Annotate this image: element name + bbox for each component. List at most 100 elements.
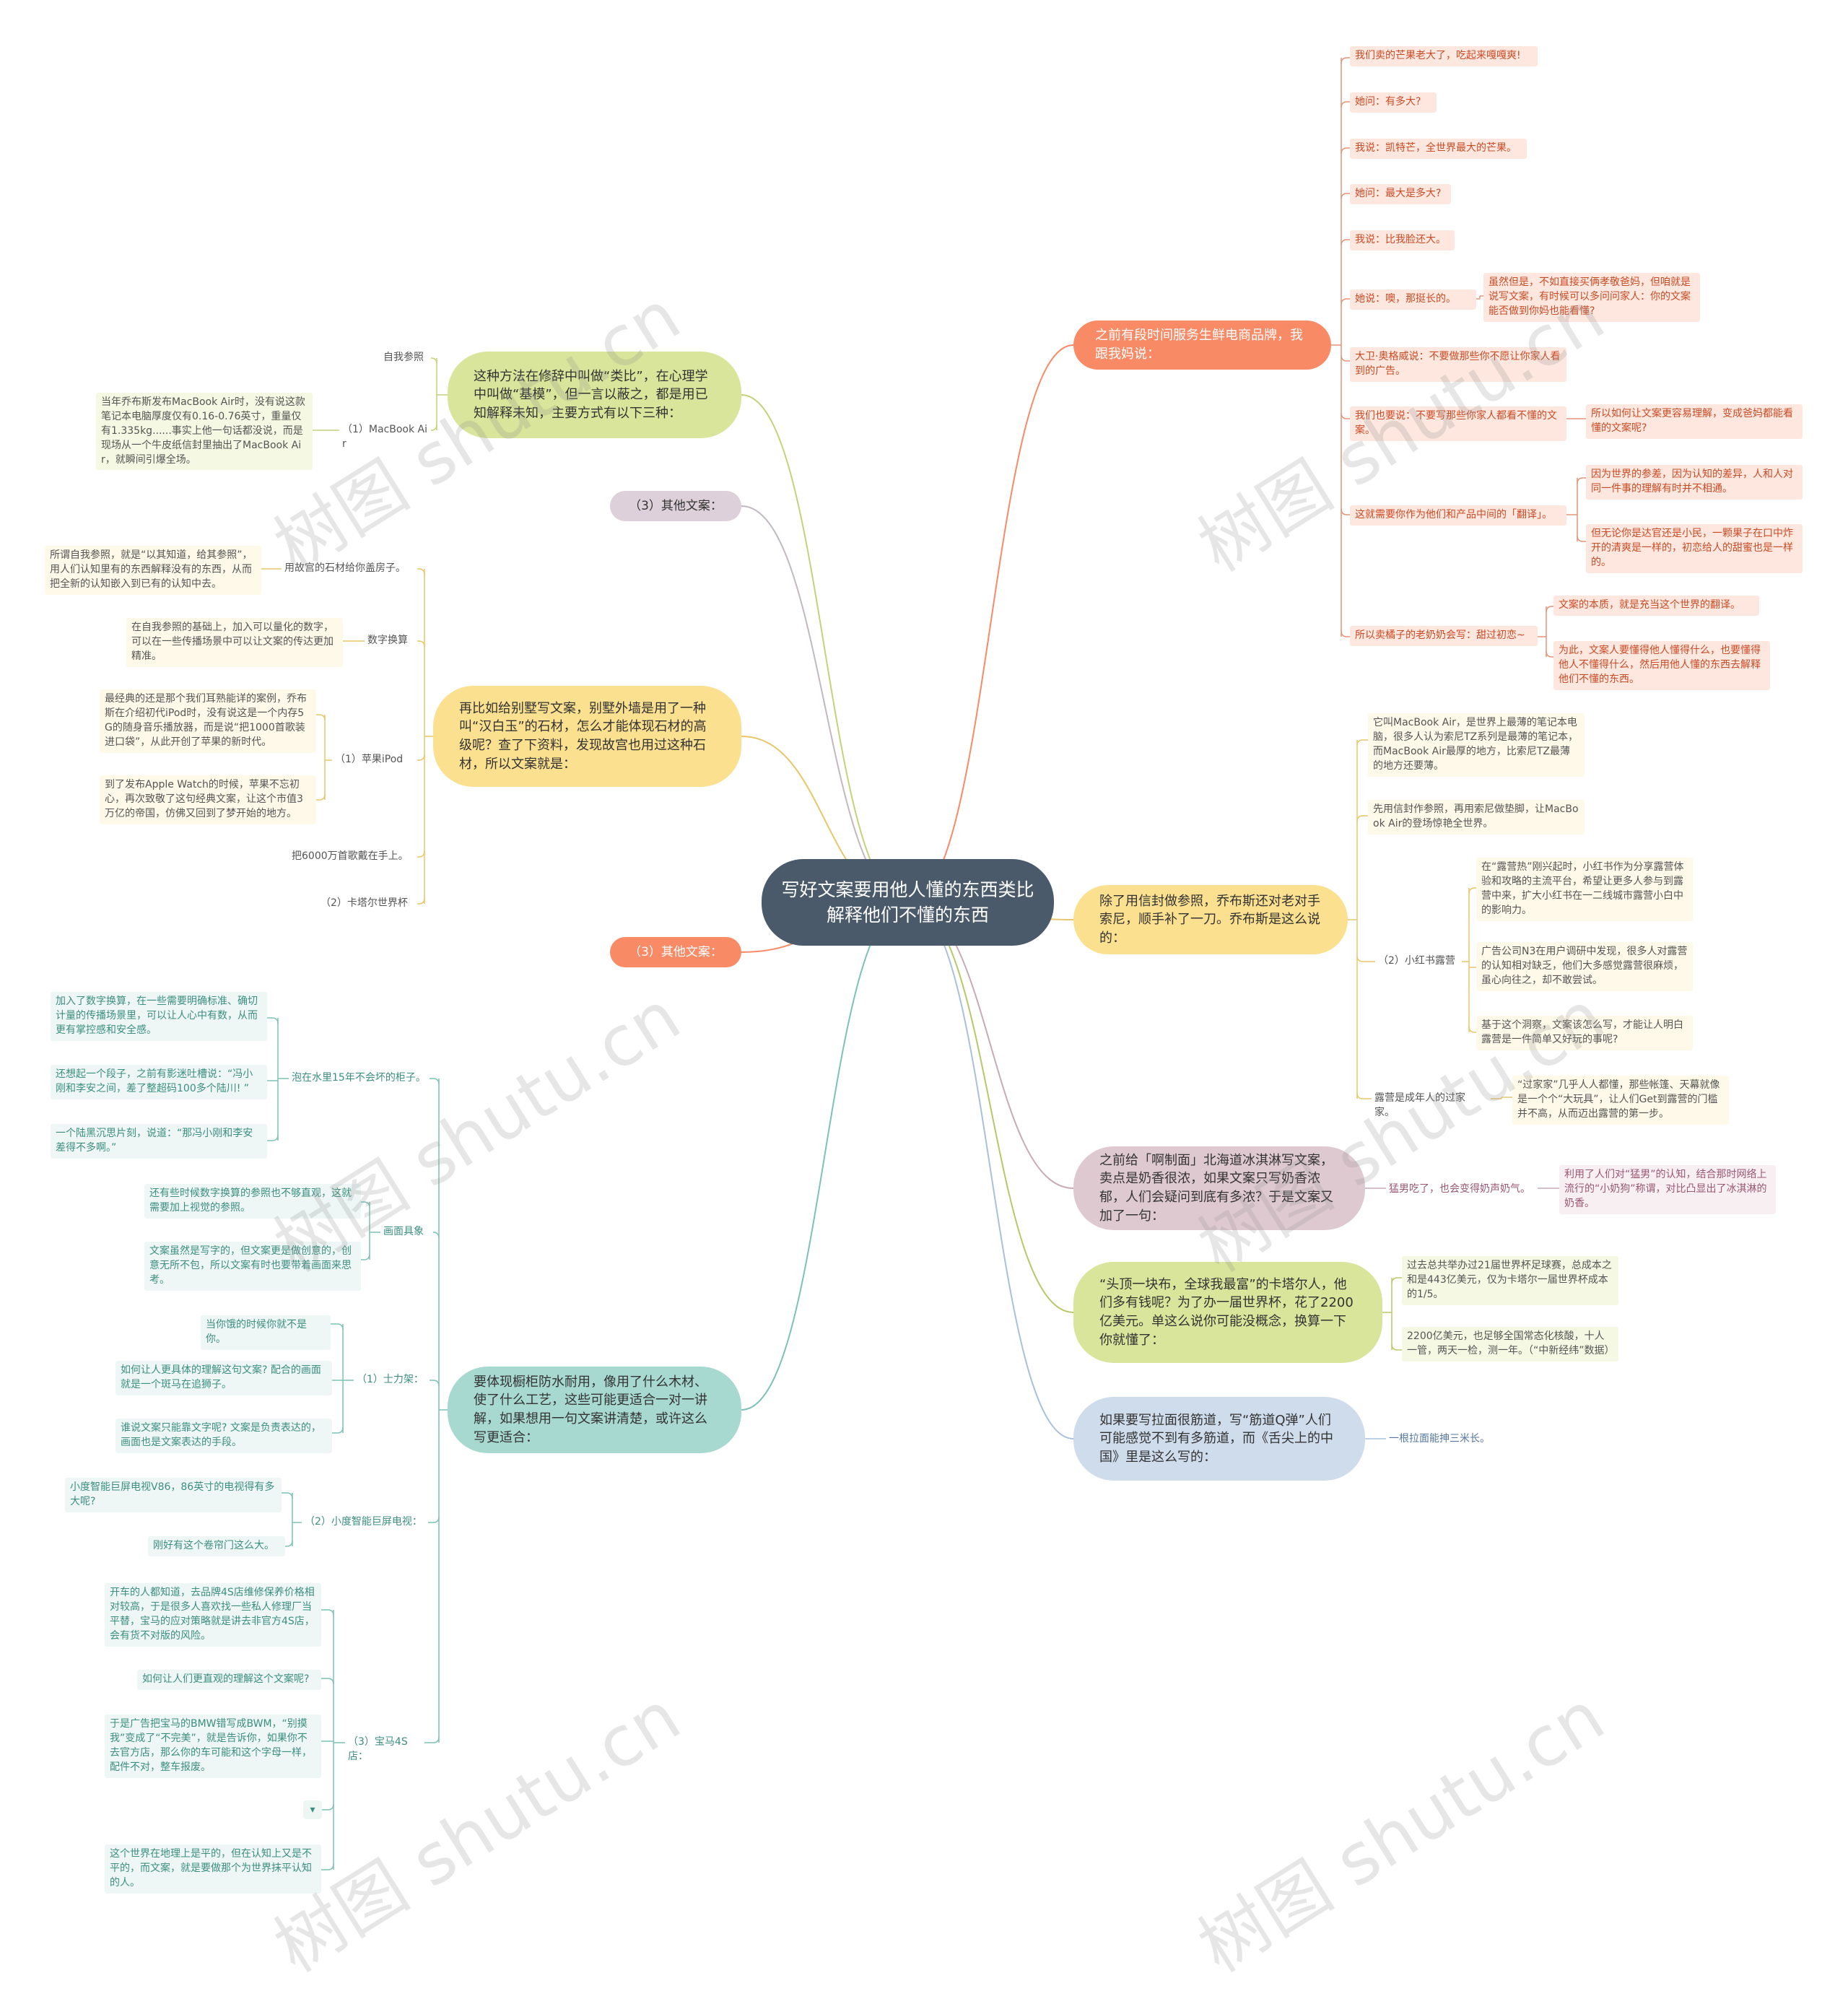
connector-line — [267, 1017, 279, 1024]
xiaohongshu-camping-boom[interactable]: 在“露营热”刚兴起时，小红书作为分享露营体验和攻略的主流平台，希望让更多人参与到… — [1476, 858, 1693, 921]
connector-line — [1341, 508, 1350, 515]
bmw-4s-background[interactable]: 开车的人都知道，去品牌4S店维修保养价格相对较高，于是很多人喜欢找一些私人修理厂… — [105, 1583, 321, 1647]
mango-orange-slogan[interactable]: 所以卖橘子的老奶奶会写：甜过初恋~ — [1350, 626, 1538, 646]
mango-translator-duty[interactable]: 为此，文案人要懂得他人懂得什么，也要懂得他人不懂得什么，然后用他人懂的东西去解释… — [1553, 641, 1770, 690]
camping-slogan-explain[interactable]: “过家家”几乎人人都懂，那些帐篷、天幕就像是一个个“大玩具”，让人们Get到露营… — [1512, 1076, 1729, 1125]
number-conversion-label[interactable]: 数字换算 — [367, 635, 408, 646]
root-topic[interactable]: 写好文案要用他人懂的东西类比解释他们不懂的东西 — [762, 859, 1054, 946]
connector-line — [1391, 1343, 1402, 1351]
connector-line — [1577, 477, 1586, 484]
mango-line-2[interactable]: 她问：有多大? — [1350, 92, 1437, 113]
xiaohongshu-insight[interactable]: 基于这个洞察，文案该怎么写，才能让人明白露营是一件简单又好玩的事呢? — [1476, 1016, 1693, 1050]
mango-ogilvy-quote[interactable]: 大卫·奥格威说：不要做那些你不愿让你家人看到的广告。 — [1350, 347, 1566, 382]
connector-line — [1546, 650, 1553, 658]
connector-line — [1341, 412, 1350, 419]
mango-essence[interactable]: 文案的本质，就是充当这个世界的翻译。 — [1553, 596, 1759, 616]
connector-line — [369, 1202, 380, 1260]
snickers-visual[interactable]: 如何让人更具体的理解这句文案? 配合的画面就是一个斑马在追狮子。 — [116, 1361, 332, 1395]
mango-how-question[interactable]: 所以如何让文案更容易理解，变成爸妈都能看懂的文案呢? — [1586, 404, 1803, 439]
icecream-slogan[interactable]: 猛男吃了，也会变得奶声奶气。 — [1389, 1183, 1530, 1195]
branch-macbook[interactable]: 除了用信封做参照，乔布斯还对老对手索尼，顺手补了一刀。乔布斯是这么说的： — [1073, 885, 1348, 954]
apple-watch-story[interactable]: 到了发布Apple Watch的时候，苹果不忘初心，再次致敬了这句经典文案，让这… — [100, 775, 316, 824]
branch-villa[interactable]: 再比如给别墅写文案，别墅外墙是用了一种叫“汉白玉”的石材，怎么才能体现石材的高级… — [433, 686, 741, 787]
connector-line — [907, 344, 1074, 903]
feng-xiaogang-joke[interactable]: 还想起一个段子，之前有影迷吐槽说：“冯小刚和李安之间，差了整超码100多个陆川!… — [51, 1065, 267, 1099]
mango-line-5[interactable]: 我说：比我脸还大。 — [1350, 230, 1455, 250]
snickers-slogan[interactable]: 当你饿的时候你就不是你。 — [201, 1315, 331, 1350]
connector-line — [331, 1323, 344, 1330]
connector-line — [1462, 888, 1470, 1032]
bmw-4s-label[interactable]: （3）宝马4S店： — [348, 1736, 408, 1762]
connector-line — [1468, 1026, 1476, 1033]
noodle-slogan[interactable]: 一根拉面能抻三米长。 — [1389, 1433, 1490, 1445]
mango-note-parents[interactable]: 虽然但是，不如直接买俩孝敬爸妈，但咱就是说写文案，有时候可以多问问家人：你的文案… — [1483, 273, 1700, 322]
mango-line-4[interactable]: 她问：最大是多大? — [1350, 184, 1451, 204]
macbook-envelope-sony[interactable]: 先用信封作参照，再用索尼做垫脚，让MacBook Air的登场惊艳全世界。 — [1368, 800, 1585, 835]
bmw-bwm-typo[interactable]: 于是广告把宝马的BMW错写成BWM，“别摸我”变成了“不完美”，就是告诉你，如果… — [105, 1715, 321, 1778]
connector-line — [424, 1736, 440, 1743]
qatar-world-cup-label[interactable]: （2）卡塔尔世界杯 — [321, 897, 408, 909]
visual-concrete-label[interactable]: 画面具象 — [383, 1226, 424, 1237]
ipod-label[interactable]: （1）苹果iPod — [335, 754, 404, 765]
mango-line-1[interactable]: 我们卖的芒果老大了，吃起来嘎嘎爽! — [1350, 46, 1538, 66]
connector-line — [292, 1493, 302, 1546]
copy-creative-explain[interactable]: 文案虽然是写字的，但文案更是做创意的，创意无所不包，所以文案有时也要带着画面来思… — [144, 1242, 361, 1291]
mango-difference[interactable]: 因为世界的参差，因为认知的差异，人和人对同一件事的理解有时并不相通。 — [1586, 465, 1803, 500]
connector-line — [1468, 887, 1476, 894]
branch-mango[interactable]: 之前有段时间服务生鲜电商品牌，我跟我妈说： — [1073, 321, 1331, 370]
mango-same-taste[interactable]: 但无论你是达官还是小民，一颗果子在口中炸开的清爽是一样的，初恋给人的甜蜜也是一样… — [1586, 524, 1803, 573]
mango-translator[interactable]: 这就需要你作为他们和产品中间的「翻译」。 — [1350, 505, 1566, 526]
branch-other-top[interactable]: （3）其他文案： — [610, 491, 741, 521]
branch-icecream[interactable]: 之前给「啊制面」北海道冰淇淋写文案，卖点是奶香很浓，如果文案只写奶香浓郁，人们会… — [1073, 1146, 1365, 1230]
collapse-toggle-icon[interactable]: ▾ — [303, 1800, 322, 1819]
connector-line — [1566, 478, 1578, 541]
connector-line — [321, 1678, 334, 1685]
xiaodu-tv-label[interactable]: （2）小度智能巨屏电视： — [305, 1516, 422, 1528]
copy-visual-means[interactable]: 谁说文案只能靠文字呢? 文案是负责表达的，画面也是文案表达的手段。 — [116, 1419, 332, 1453]
branch-other-bottom[interactable]: （3）其他文案： — [610, 937, 741, 967]
branch-noodle[interactable]: 如果要写拉面很筋道，写“筋道Q弹”人们可能感觉不到有多筋道，而《舌尖上的中国》里… — [1073, 1397, 1365, 1481]
apple-watch-slogan[interactable]: 把6000万首歌戴在手上。 — [292, 850, 409, 862]
macbook-air-label[interactable]: （1）MacBook Air — [342, 424, 428, 450]
mango-line-6[interactable]: 她说：噢，那挺长的。 — [1350, 289, 1476, 310]
connector-line — [316, 714, 326, 721]
xiaodu-tv-question[interactable]: 小度智能巨屏电视V86，86英寸的电视得有多大呢? — [65, 1478, 282, 1512]
self-reference-explain[interactable]: 所谓自我参照，就是“以其知道，给其参照”，用人们认知里有的东西解释没有的东西，从… — [45, 546, 261, 595]
visual-reference-explain[interactable]: 还有些时候数字换算的参照也不够直观，这就需要加上视觉的参照。 — [144, 1184, 361, 1219]
connector-line — [1538, 606, 1547, 657]
xiaohongshu-survey[interactable]: 广告公司N3在用户调研中发现，很多人对露营的认知相对缺乏，他们大多感觉露营很麻烦… — [1476, 942, 1693, 991]
mango-line-3[interactable]: 我说：凯特芒，全世界最大的芒果。 — [1350, 139, 1527, 159]
macbook-thinnest-claim[interactable]: 它叫MacBook Air，是世界上最薄的笔记本电脑，很多人认为索尼TZ系列是最… — [1368, 713, 1585, 777]
connector-line — [1331, 58, 1342, 637]
branch-qatar[interactable]: “头顶一块布，全球我最富”的卡塔尔人，他们多有钱呢？为了办一届世界杯，花了220… — [1073, 1262, 1382, 1363]
macbook-air-story[interactable]: 当年乔布斯发布MacBook Air时，没有说这款笔记本电脑厚度仅有0.16-0… — [96, 393, 313, 471]
connector-line — [1391, 1277, 1402, 1284]
qatar-covid-test[interactable]: 2200亿美元，也足够全国常态化核酸，十人一管，两天一检，测一年。（“中新经纬”… — [1402, 1327, 1618, 1362]
mango-family-rule[interactable]: 我们也要说：不要写那些你家人都看不懂的文案。 — [1350, 406, 1566, 441]
connector-line — [430, 1078, 440, 1085]
self-reference-label[interactable]: 自我参照 — [383, 352, 424, 363]
flatten-cognition[interactable]: 这个世界在地理上是平的，但在认知上又是不平的，而文案，就是要做那个为世界抹平认知… — [105, 1844, 321, 1894]
connector-line — [741, 505, 908, 903]
icecream-explain[interactable]: 利用了人们对“猛男”的认知，结合那时网络上流行的“小奶狗”称谓，对比凸显出了冰淇… — [1559, 1165, 1776, 1214]
qatar-history-cost[interactable]: 过去总共举办过21届世界杯足球赛，总成本之和是443亿美元，仅为卡塔尔一届世界杯… — [1402, 1256, 1618, 1305]
connector-line — [417, 568, 425, 575]
connector-line — [1341, 354, 1350, 362]
connector-line — [267, 1134, 279, 1141]
branch-analogy[interactable]: 这种方法在修辞中叫做“类比”，在心理学中叫做“基模”，但一言以蔽之，都是用已知解… — [448, 352, 741, 438]
connector-line — [432, 1232, 440, 1239]
lu-chuan-punchline[interactable]: 一个陆黑沉思片刻，说道：“那冯小刚和李安差得不多啊。” — [51, 1124, 267, 1159]
villa-slogan[interactable]: 用故宫的石材给你盖房子。 — [284, 562, 406, 574]
cabinet-slogan[interactable]: 泡在水里15年不会坏的柜子。 — [292, 1072, 426, 1084]
number-control-explain[interactable]: 加入了数字换算，在一些需要明确标准、确切计量的传播场景里，可以让人心中有数，从而… — [51, 992, 267, 1041]
xiaodu-tv-answer[interactable]: 刚好有这个卷帘门这么大。 — [148, 1536, 285, 1556]
branch-cabinet[interactable]: 要体现橱柜防水耐用，像用了什么木材、使了什么工艺，这些可能更适合一对一讲解，如果… — [448, 1367, 741, 1453]
ipod-story[interactable]: 最经典的还是那个我们耳熟能详的案例，乔布斯在介绍初代iPod时，没有说这是一个内… — [100, 689, 316, 753]
camping-slogan[interactable]: 露营是成年人的过家家。 — [1374, 1092, 1465, 1118]
bmw-question[interactable]: 如何让人们更直观的理解这个文案呢? — [137, 1670, 321, 1690]
snickers-label[interactable]: （1）士力架： — [357, 1374, 424, 1385]
number-conversion-explain[interactable]: 在自我参照的基础上，加入可以量化的数字，可以在一些传播场景中可以让文案的传达更加… — [126, 618, 343, 667]
connector-line — [1476, 296, 1481, 300]
connector-line — [1491, 1097, 1502, 1099]
xiaohongshu-camping-heading[interactable]: （2）小红书露营 — [1378, 955, 1455, 967]
